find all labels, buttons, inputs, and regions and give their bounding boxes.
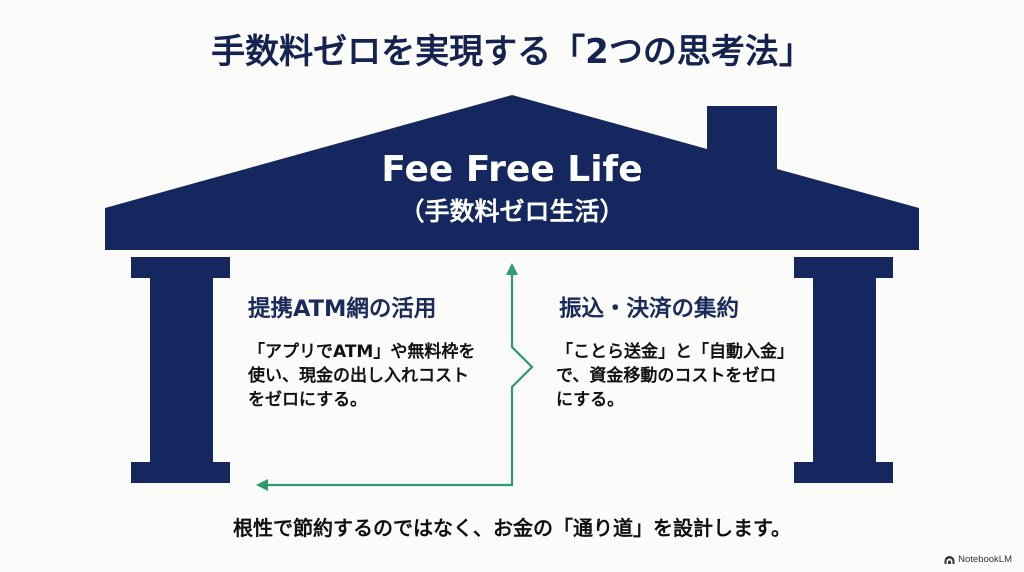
left-pillar-icon — [131, 257, 230, 483]
footer-message: 根性で節約するのではなく、お金の「通り道」を設計します。 — [233, 516, 791, 540]
roof-title: Fee Free Life — [381, 149, 643, 190]
flow-arrow-icon — [256, 263, 534, 491]
pillar-heading-transfer: 振込・決済の集約 — [559, 296, 740, 322]
pillar-text-transfer: 「ことら送金」と「自動入金」で、資金移動のコストをゼロにする。 — [556, 342, 786, 410]
pillar-text-atm: 「アプリでATM」や無料枠を使い、現金の出し入れコストをゼロにする。 — [248, 342, 476, 410]
brand-label: NotebookLM — [958, 554, 1012, 565]
notebooklm-logo-icon — [944, 555, 955, 564]
brand-watermark: NotebookLM — [944, 554, 1012, 565]
roof-shape — [105, 95, 919, 250]
roof-subtitle: （手数料ゼロ生活） — [399, 197, 625, 226]
pillar-heading-atm: 提携ATM網の活用 — [248, 296, 437, 322]
right-pillar-icon — [794, 257, 893, 483]
slide-title: 手数料ゼロを実現する「2つの思考法」 — [211, 32, 813, 72]
